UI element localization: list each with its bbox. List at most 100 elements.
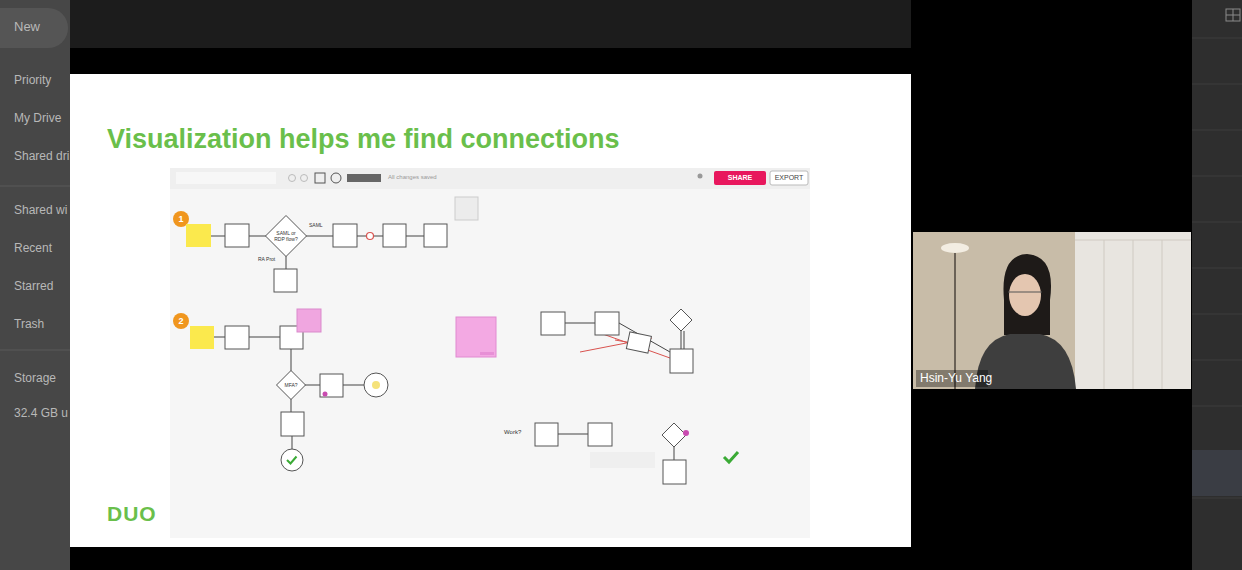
- check-mark: [287, 457, 297, 464]
- right-group-lines: [565, 323, 684, 352]
- storage-text: 32.4 GB u: [14, 407, 68, 421]
- flow-line: [249, 236, 266, 237]
- selected-row: [1192, 450, 1242, 496]
- row-line: [1192, 498, 1242, 499]
- menu-item: Starred: [14, 280, 53, 294]
- diamond-shape: [277, 371, 306, 400]
- share-button: [714, 171, 766, 185]
- sidebar-divider: [0, 350, 70, 351]
- flow-line: [211, 236, 225, 237]
- door-line: [1133, 240, 1134, 389]
- process-box: [274, 269, 297, 292]
- end-circle: [364, 373, 388, 397]
- flow-line: [674, 447, 675, 460]
- note-label: Work?: [504, 429, 521, 436]
- process-box: [424, 224, 447, 247]
- end-circle: [281, 449, 303, 471]
- flow-line: [565, 323, 595, 324]
- right-panel: [1192, 0, 1242, 570]
- new-button: [0, 8, 68, 48]
- decision-diamond: [670, 309, 692, 331]
- pink-sticky: [297, 309, 321, 332]
- whiteboard-screenshot: [170, 168, 810, 538]
- decision-diamond: SAML or RDP flow?: [265, 215, 307, 257]
- flow-line: [684, 331, 685, 349]
- check-mark: [724, 452, 738, 462]
- process-box: [333, 224, 357, 247]
- process-box: [535, 423, 558, 446]
- end-mark: [372, 381, 380, 389]
- redo-icon: [301, 175, 308, 182]
- process-box: [320, 374, 343, 397]
- pink-dot: [683, 430, 689, 436]
- glasses: [1008, 291, 1042, 292]
- process-box: [225, 224, 249, 247]
- pink-sticky-note: [456, 317, 496, 357]
- sticky-footer: [480, 352, 494, 355]
- flow-line: [343, 385, 364, 386]
- slide: [70, 74, 911, 547]
- menu-item: Trash: [14, 318, 44, 332]
- grid-icon: [1226, 9, 1240, 21]
- top-bar: [70, 0, 911, 48]
- process-box: [626, 332, 651, 353]
- node-text: MFA?: [282, 382, 300, 388]
- line-label: SAML: [309, 223, 323, 229]
- flow-line: [681, 331, 682, 349]
- row-line: [1192, 360, 1242, 361]
- door-lines: [1075, 240, 1191, 389]
- callout-number: 1: [178, 214, 183, 224]
- flow-line: [304, 385, 320, 386]
- frame-icon: [315, 173, 325, 183]
- menu-button: New: [14, 20, 40, 35]
- diamond-shape: [266, 216, 307, 257]
- lamp-pole: [954, 252, 956, 389]
- row-line: [1192, 84, 1242, 85]
- flow-1-boxes: [225, 224, 447, 292]
- toolbar-field: [176, 172, 276, 184]
- timer-icon: [331, 173, 341, 183]
- bottom-group-boxes: [535, 423, 686, 484]
- button-label: SHARE: [728, 174, 753, 182]
- decision-diamond: [662, 423, 686, 447]
- menu-item: Recent: [14, 242, 52, 256]
- lamp-shade: [941, 243, 969, 253]
- diamond-text: SAML or RDP flow?: [274, 230, 298, 242]
- sidebar-divider: [0, 186, 70, 187]
- flow-line: [249, 337, 280, 338]
- process-box: [595, 312, 619, 335]
- undo-icon: [289, 175, 296, 182]
- button-label: EXPORT: [775, 174, 804, 182]
- flow-line: [558, 434, 588, 435]
- decision-diamond: MFA?: [276, 370, 306, 400]
- red-lines: [580, 333, 670, 358]
- pink-dot: [323, 392, 328, 397]
- menu-item: Shared dri: [14, 150, 69, 164]
- logo-text: DUO: [107, 502, 157, 526]
- grey-sticky-note: [455, 197, 478, 220]
- flow-line: [406, 236, 424, 237]
- callout-circle: [173, 313, 189, 329]
- flow-line: [214, 337, 225, 338]
- door-line: [1104, 240, 1105, 389]
- menu-item: Shared wi: [14, 204, 67, 218]
- right-group-boxes: [541, 309, 693, 373]
- menu-item: My Drive: [14, 112, 61, 126]
- door-line: [1162, 240, 1163, 389]
- grid-icon-frame: [1226, 9, 1240, 21]
- user-icon: [698, 174, 703, 179]
- diamond-text: MFA?: [282, 382, 300, 388]
- sticky-note: [190, 326, 214, 349]
- flow-line: [306, 236, 333, 237]
- right-panel-rows: [1192, 38, 1242, 498]
- row-line: [1192, 222, 1242, 223]
- row-line: [1192, 268, 1242, 269]
- grid-icon-line: [1233, 9, 1234, 21]
- flow-line: [291, 349, 292, 372]
- pro-badge: [347, 174, 381, 182]
- export-button: [770, 171, 808, 185]
- process-box: [281, 412, 304, 436]
- row-line: [1192, 406, 1242, 407]
